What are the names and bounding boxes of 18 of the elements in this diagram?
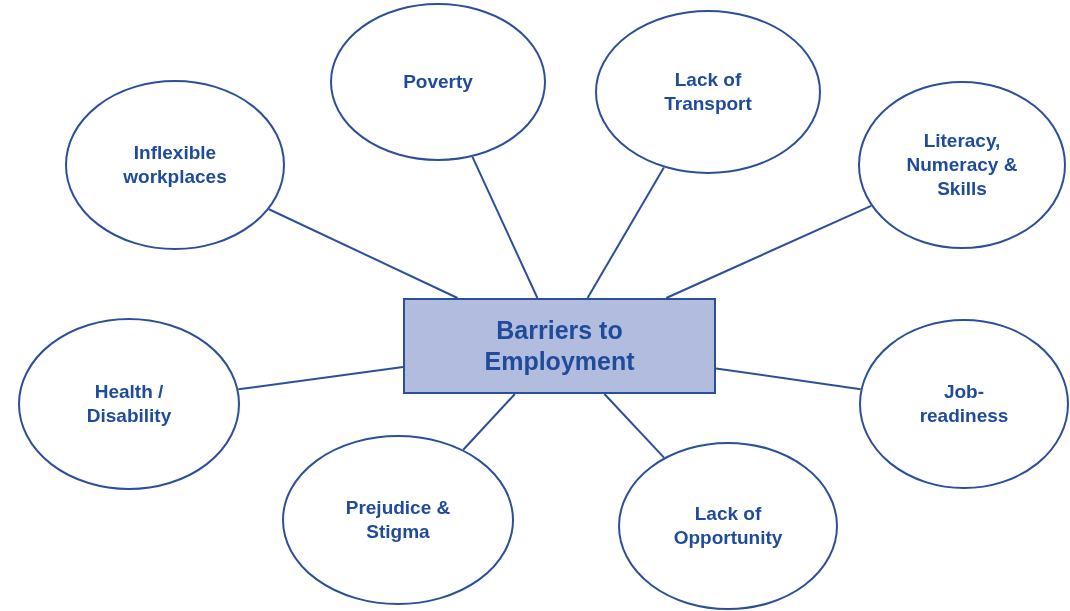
connector-line — [267, 208, 459, 299]
connector-line — [603, 393, 666, 459]
connector-line — [586, 166, 665, 299]
barrier-label: Prejudice & Stigma — [344, 496, 452, 544]
barrier-label: Health / Disability — [85, 380, 173, 428]
title-box — [403, 298, 716, 394]
barrier-label: Literacy, Numeracy & Skills — [906, 129, 1018, 201]
connector-line — [715, 367, 862, 391]
connector-line — [471, 155, 539, 299]
barrier-label: Job-readiness — [918, 380, 1010, 428]
barrier-label: Lack of Transport — [663, 68, 753, 116]
barrier-label: Lack of Opportunity — [672, 502, 784, 550]
central-label: Barriers to Employment — [483, 314, 636, 377]
connector-line — [462, 393, 516, 451]
connector-line — [237, 366, 404, 391]
barrier-label: Poverty — [403, 70, 473, 94]
connector-line — [665, 204, 873, 299]
barrier-label: Inflexible workplaces — [122, 141, 228, 189]
